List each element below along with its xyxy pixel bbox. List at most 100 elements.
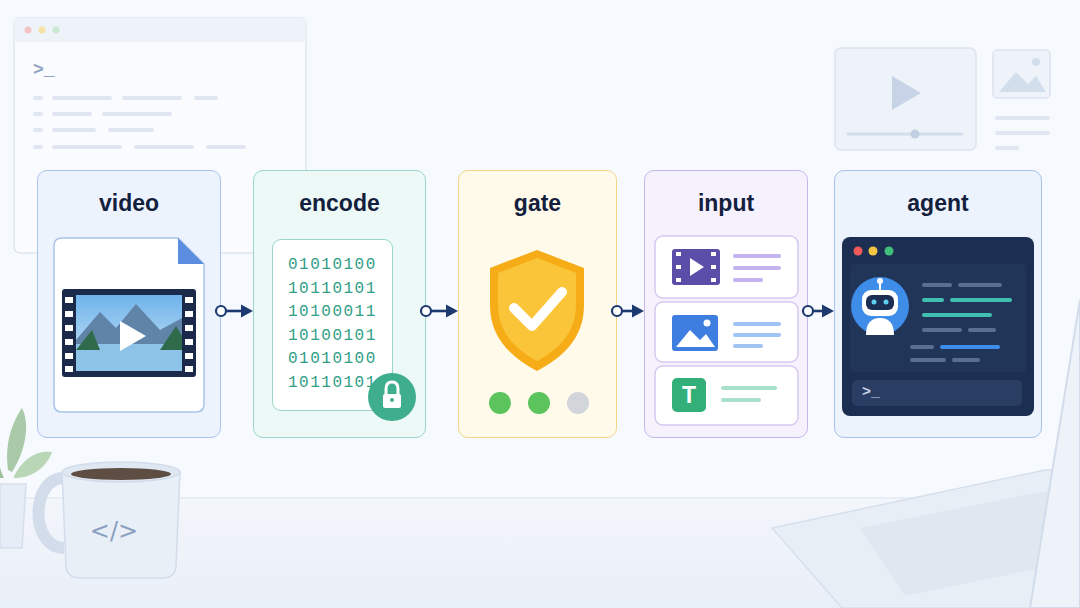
mug-part (71, 468, 171, 480)
code-symbol: </> (84, 516, 144, 546)
terminal-window-part (33, 112, 43, 116)
video-file-icon-part (178, 238, 204, 264)
stage-title: encode (254, 171, 425, 217)
agent-terminal-part (950, 298, 1012, 302)
agent-terminal-part (922, 298, 944, 302)
terminal-window (14, 18, 306, 253)
video-file-icon-part (62, 289, 196, 377)
prompt-symbol: >_ (862, 382, 880, 404)
agent-terminal-part (952, 358, 980, 362)
agent-terminal-part (958, 283, 1002, 287)
input-cards-part (733, 333, 781, 337)
input-cards-part (733, 266, 781, 270)
input-cards-part (672, 315, 718, 351)
agent-terminal-part (866, 295, 894, 310)
image-icon-part (993, 50, 1050, 98)
stage-box: agent (834, 170, 1042, 438)
lock-badge-part (383, 394, 401, 408)
terminal-window-part (52, 96, 112, 100)
video-file-icon-part (65, 297, 73, 303)
input-cards-part (733, 344, 763, 348)
terminal-window-part (53, 27, 60, 34)
image-icon-part (995, 146, 1019, 150)
arrow-line (813, 310, 823, 313)
arrow-tail (803, 306, 813, 316)
agent-terminal-part (910, 358, 946, 362)
video-player-part (911, 130, 920, 139)
agent-terminal-part (910, 345, 934, 349)
shield-icon-part (498, 258, 576, 361)
video-file-icon-part (185, 297, 193, 303)
arrow-tail (421, 306, 431, 316)
flow-arrow (216, 305, 253, 318)
terminal-window-part (39, 27, 46, 34)
agent-terminal-part (854, 247, 863, 256)
video-file-icon-part (65, 353, 73, 359)
arrow-line (226, 310, 242, 313)
video-player-part (848, 133, 962, 136)
lock-badge (368, 373, 416, 421)
agent-terminal-part (940, 345, 1000, 349)
arrow-head (822, 305, 834, 318)
input-cards-part (733, 254, 781, 258)
video-file-icon-part (76, 326, 182, 350)
video-file-icon-part (185, 311, 193, 317)
plant (0, 408, 52, 548)
video-file-icon-part (185, 366, 193, 372)
video-player-part (835, 48, 976, 150)
arrow-line (431, 310, 447, 313)
shield-icon-part (489, 392, 511, 414)
input-cards-part (676, 278, 681, 282)
desk-part (0, 497, 1080, 499)
flow-arrow (612, 305, 644, 318)
video-file-icon-part (76, 295, 182, 371)
lock-badge-part (390, 398, 394, 402)
input-cards-part (721, 386, 777, 390)
terminal-window-part (102, 112, 172, 116)
input-cards-part (672, 249, 720, 285)
video-file-icon-part (76, 304, 182, 350)
video-file-icon (54, 238, 204, 412)
terminal-window-part (33, 128, 43, 132)
video-player (835, 48, 976, 150)
stage-title: gate (459, 171, 616, 217)
video-file-icon-part (65, 325, 73, 331)
video-file-icon-part (185, 325, 193, 331)
mug-part (39, 478, 65, 548)
lock-badge-part (386, 382, 398, 396)
plant-part (0, 440, 4, 478)
agent-terminal-part (851, 277, 909, 335)
agent-terminal-part (869, 247, 878, 256)
shield-icon (489, 250, 589, 414)
terminal-window-part (14, 18, 306, 253)
agent-terminal-part (922, 283, 952, 287)
terminal-window-part (206, 145, 246, 149)
input-cards-part (676, 252, 681, 256)
mug-part (62, 462, 180, 482)
text-icon-letter: T (672, 378, 706, 412)
input-cards-part (704, 320, 711, 327)
lock-badge-part (368, 373, 416, 421)
agent-terminal (842, 237, 1034, 416)
agent-terminal-part (850, 264, 1026, 372)
shield-icon-part (514, 292, 562, 326)
stage-title: agent (835, 171, 1041, 217)
stage-title: video (38, 171, 220, 217)
terminal-window-part (122, 96, 182, 100)
agent-terminal-part (884, 300, 889, 305)
agent-terminal-part (862, 290, 898, 316)
terminal-window-part (52, 145, 122, 149)
arrow-tail (612, 306, 622, 316)
agent-terminal-part (885, 247, 894, 256)
flow-arrow (421, 305, 458, 318)
agent-terminal-part (968, 328, 996, 332)
input-cards (655, 236, 798, 425)
stage-box: input (644, 170, 808, 438)
input-cards-part (655, 236, 798, 298)
plant-part (0, 484, 26, 548)
input-cards-part (676, 265, 681, 269)
